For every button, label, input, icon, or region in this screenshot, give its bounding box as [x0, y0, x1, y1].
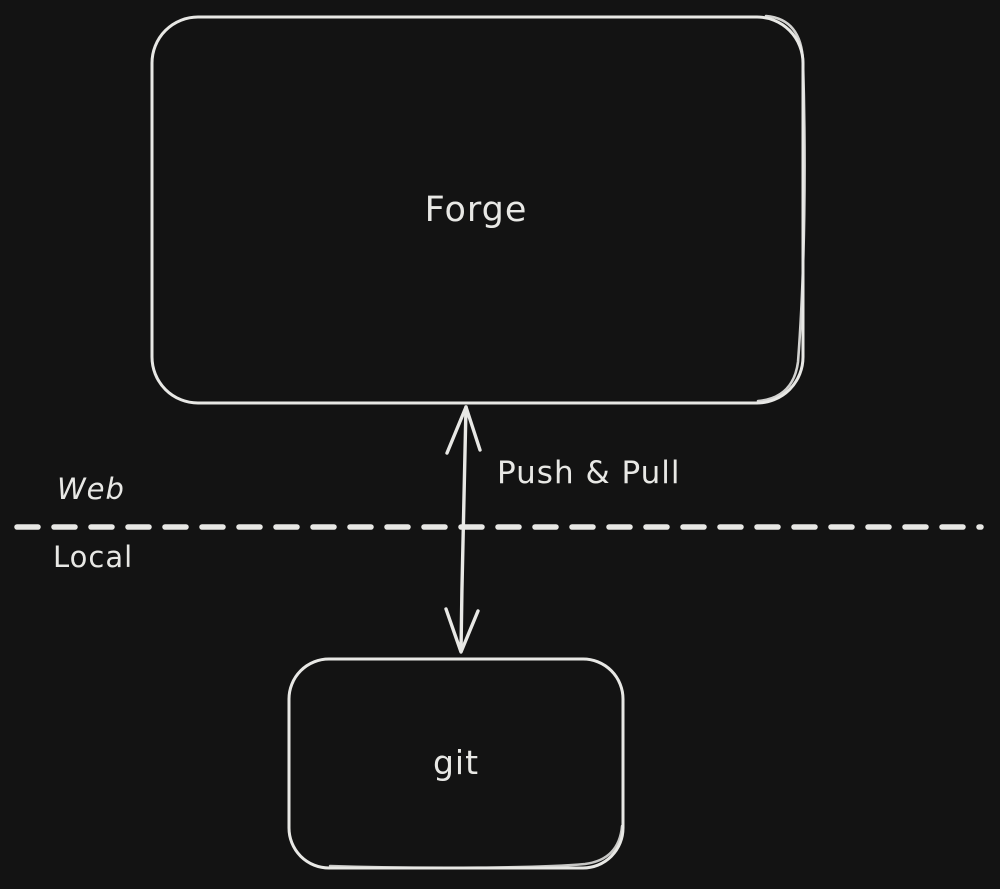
local-zone-label: Local [53, 540, 134, 574]
sync-arrow-head-bottom [444, 607, 480, 654]
forge-box [150, 15, 805, 405]
forge-node-label: Forge [424, 190, 528, 230]
sync-arrow-head-top [445, 405, 482, 455]
git-box-sketch-overlap [328, 824, 624, 869]
web-zone-label: Web [57, 472, 125, 506]
forge-box-sketch-overlap [756, 14, 806, 403]
git-node-label: git [432, 743, 480, 782]
push-pull-edge-label: Push & Pull [497, 455, 681, 491]
